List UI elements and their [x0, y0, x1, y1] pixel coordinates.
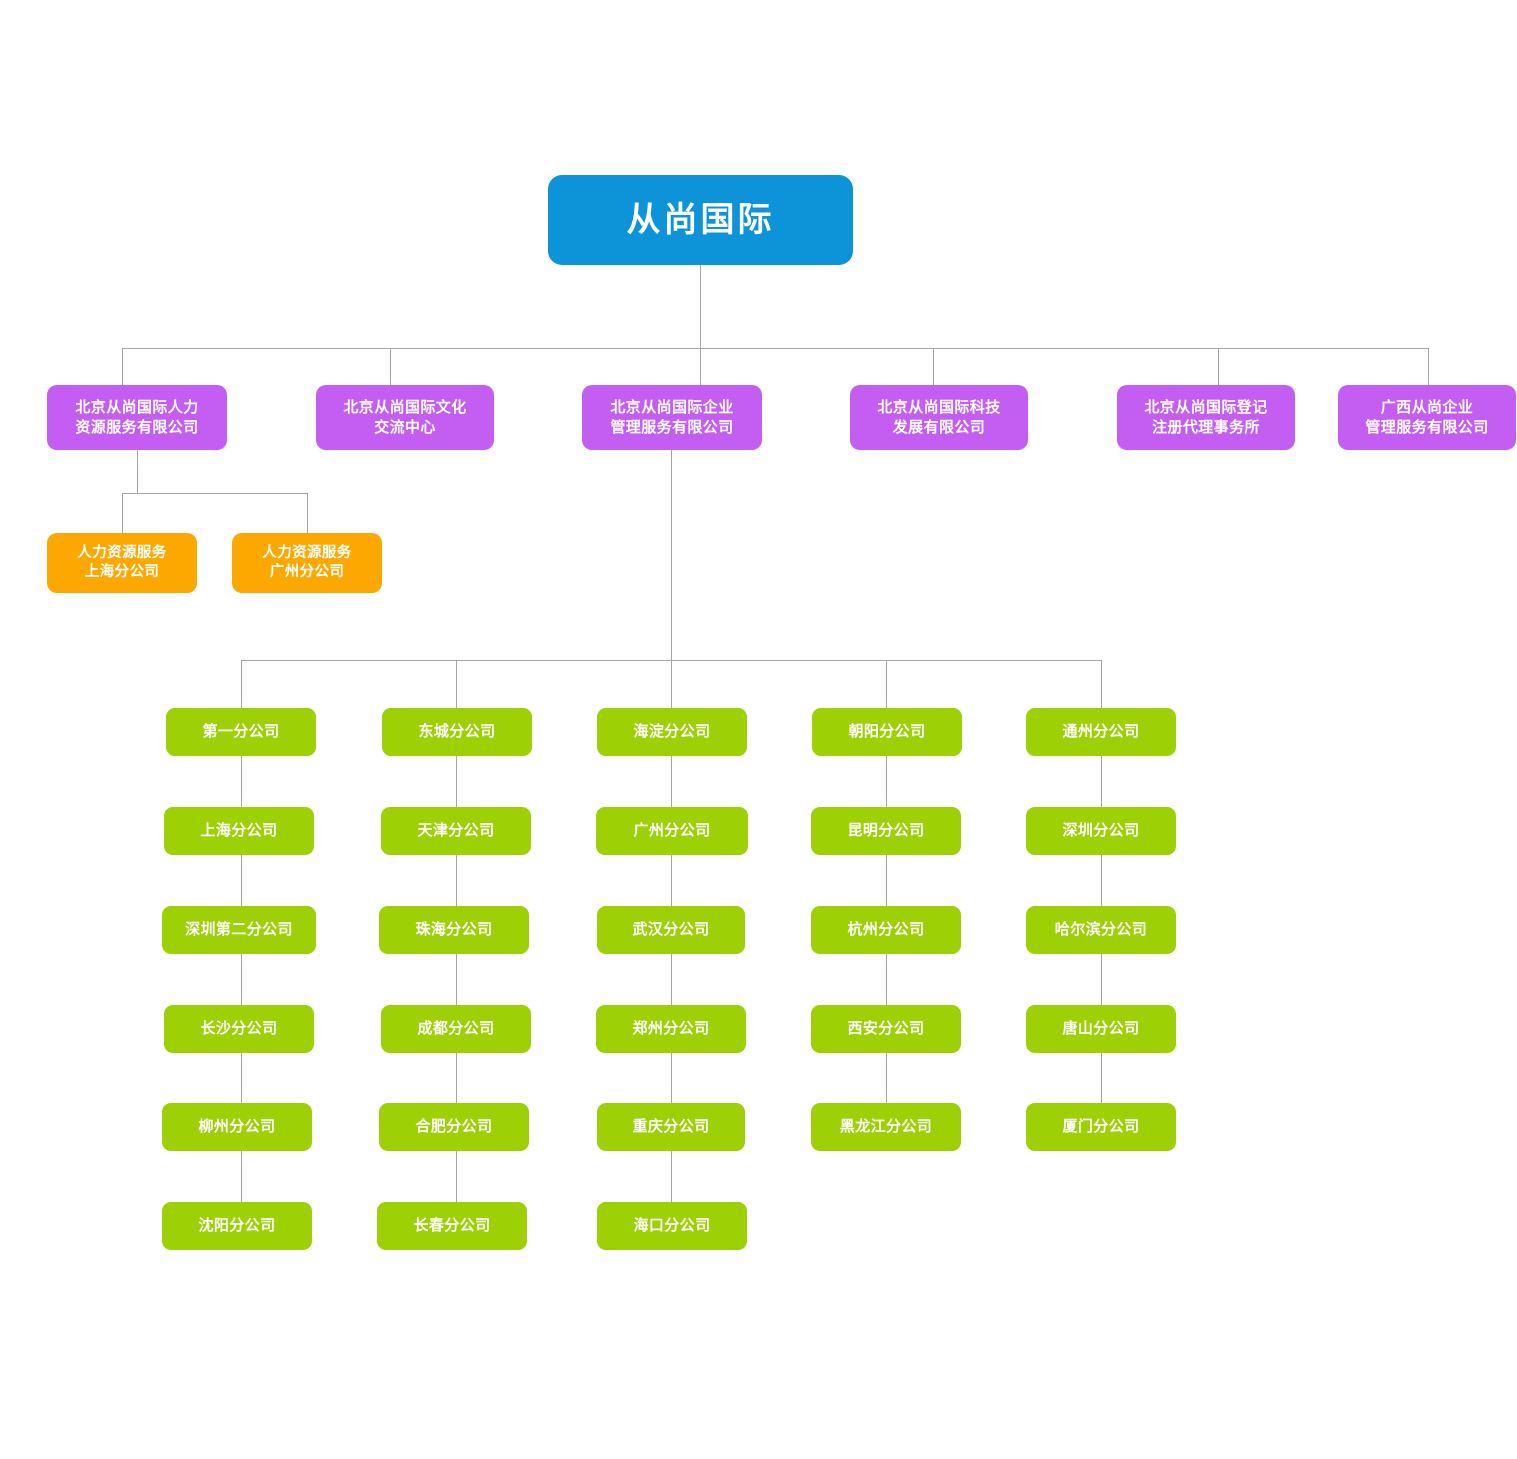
connector-branch-stem	[671, 450, 672, 660]
org-node-branch-3-1[interactable]: 海淀分公司	[597, 708, 747, 756]
org-node-branch-3-3[interactable]: 武汉分公司	[597, 906, 745, 954]
org-node-branch-2-3[interactable]: 珠海分公司	[379, 906, 529, 954]
org-node-branch-1-2[interactable]: 上海分公司	[164, 807, 314, 855]
connector-division-bus	[122, 348, 1428, 349]
connector-branch-col-drop-4	[886, 660, 887, 708]
connector-division-drop-4	[933, 348, 934, 385]
connector-division-drop-1	[122, 348, 123, 385]
connector-branch-spine-2	[456, 756, 457, 1202]
connector-branch-col-drop-3	[671, 660, 672, 708]
org-node-branch-4-2[interactable]: 昆明分公司	[811, 807, 961, 855]
connector-division-drop-2	[390, 348, 391, 385]
org-node-branch-1-1[interactable]: 第一分公司	[166, 708, 316, 756]
org-node-division-3[interactable]: 北京从尚国际企业 管理服务有限公司	[582, 385, 762, 450]
org-node-branch-4-4[interactable]: 西安分公司	[811, 1005, 961, 1053]
connector-division-drop-5	[1218, 348, 1219, 385]
org-node-branch-2-2[interactable]: 天津分公司	[381, 807, 531, 855]
org-node-root[interactable]: 从尚国际	[548, 175, 853, 265]
connector-division-drop-3	[700, 348, 701, 385]
org-node-branch-3-4[interactable]: 郑州分公司	[596, 1005, 746, 1053]
connector-root-stem	[700, 265, 701, 348]
org-node-branch-2-5[interactable]: 合肥分公司	[379, 1103, 529, 1151]
org-node-division-5[interactable]: 北京从尚国际登记 注册代理事务所	[1117, 385, 1295, 450]
org-node-branch-5-4[interactable]: 唐山分公司	[1026, 1005, 1176, 1053]
org-node-branch-5-5[interactable]: 厦门分公司	[1026, 1103, 1176, 1151]
connector-branch-col-drop-1	[241, 660, 242, 708]
org-node-branch-4-1[interactable]: 朝阳分公司	[812, 708, 962, 756]
org-node-branch-4-5[interactable]: 黑龙江分公司	[811, 1103, 961, 1151]
org-node-branch-2-6[interactable]: 长春分公司	[377, 1202, 527, 1250]
org-node-branch-5-2[interactable]: 深圳分公司	[1026, 807, 1176, 855]
org-node-hr-subsidiary-1[interactable]: 人力资源服务 上海分公司	[47, 533, 197, 593]
org-node-branch-2-1[interactable]: 东城分公司	[382, 708, 532, 756]
org-node-branch-1-6[interactable]: 沈阳分公司	[162, 1202, 312, 1250]
org-node-branch-1-3[interactable]: 深圳第二分公司	[162, 906, 316, 954]
connector-hr-bus	[122, 493, 308, 494]
connector-division-drop-6	[1428, 348, 1429, 385]
org-node-division-6[interactable]: 广西从尚企业 管理服务有限公司	[1338, 385, 1516, 450]
org-node-branch-3-5[interactable]: 重庆分公司	[597, 1103, 745, 1151]
connector-hr-drop-2	[307, 493, 308, 533]
connector-branch-spine-3	[671, 756, 672, 1202]
org-node-division-1[interactable]: 北京从尚国际人力 资源服务有限公司	[47, 385, 227, 450]
org-node-branch-5-3[interactable]: 哈尔滨分公司	[1026, 906, 1176, 954]
org-node-division-2[interactable]: 北京从尚国际文化 交流中心	[316, 385, 494, 450]
org-node-branch-3-2[interactable]: 广州分公司	[596, 807, 748, 855]
org-node-branch-1-5[interactable]: 柳州分公司	[162, 1103, 312, 1151]
connector-hr-stem	[137, 450, 138, 493]
org-node-division-4[interactable]: 北京从尚国际科技 发展有限公司	[850, 385, 1028, 450]
org-node-branch-3-6[interactable]: 海口分公司	[597, 1202, 747, 1250]
connector-hr-drop-1	[122, 493, 123, 533]
org-node-branch-2-4[interactable]: 成都分公司	[381, 1005, 531, 1053]
org-node-hr-subsidiary-2[interactable]: 人力资源服务 广州分公司	[232, 533, 382, 593]
connector-branch-spine-1	[241, 756, 242, 1202]
org-node-branch-1-4[interactable]: 长沙分公司	[164, 1005, 314, 1053]
connector-branch-col-drop-5	[1101, 660, 1102, 708]
org-node-branch-4-3[interactable]: 杭州分公司	[811, 906, 961, 954]
org-node-branch-5-1[interactable]: 通州分公司	[1026, 708, 1176, 756]
connector-branch-col-drop-2	[456, 660, 457, 708]
